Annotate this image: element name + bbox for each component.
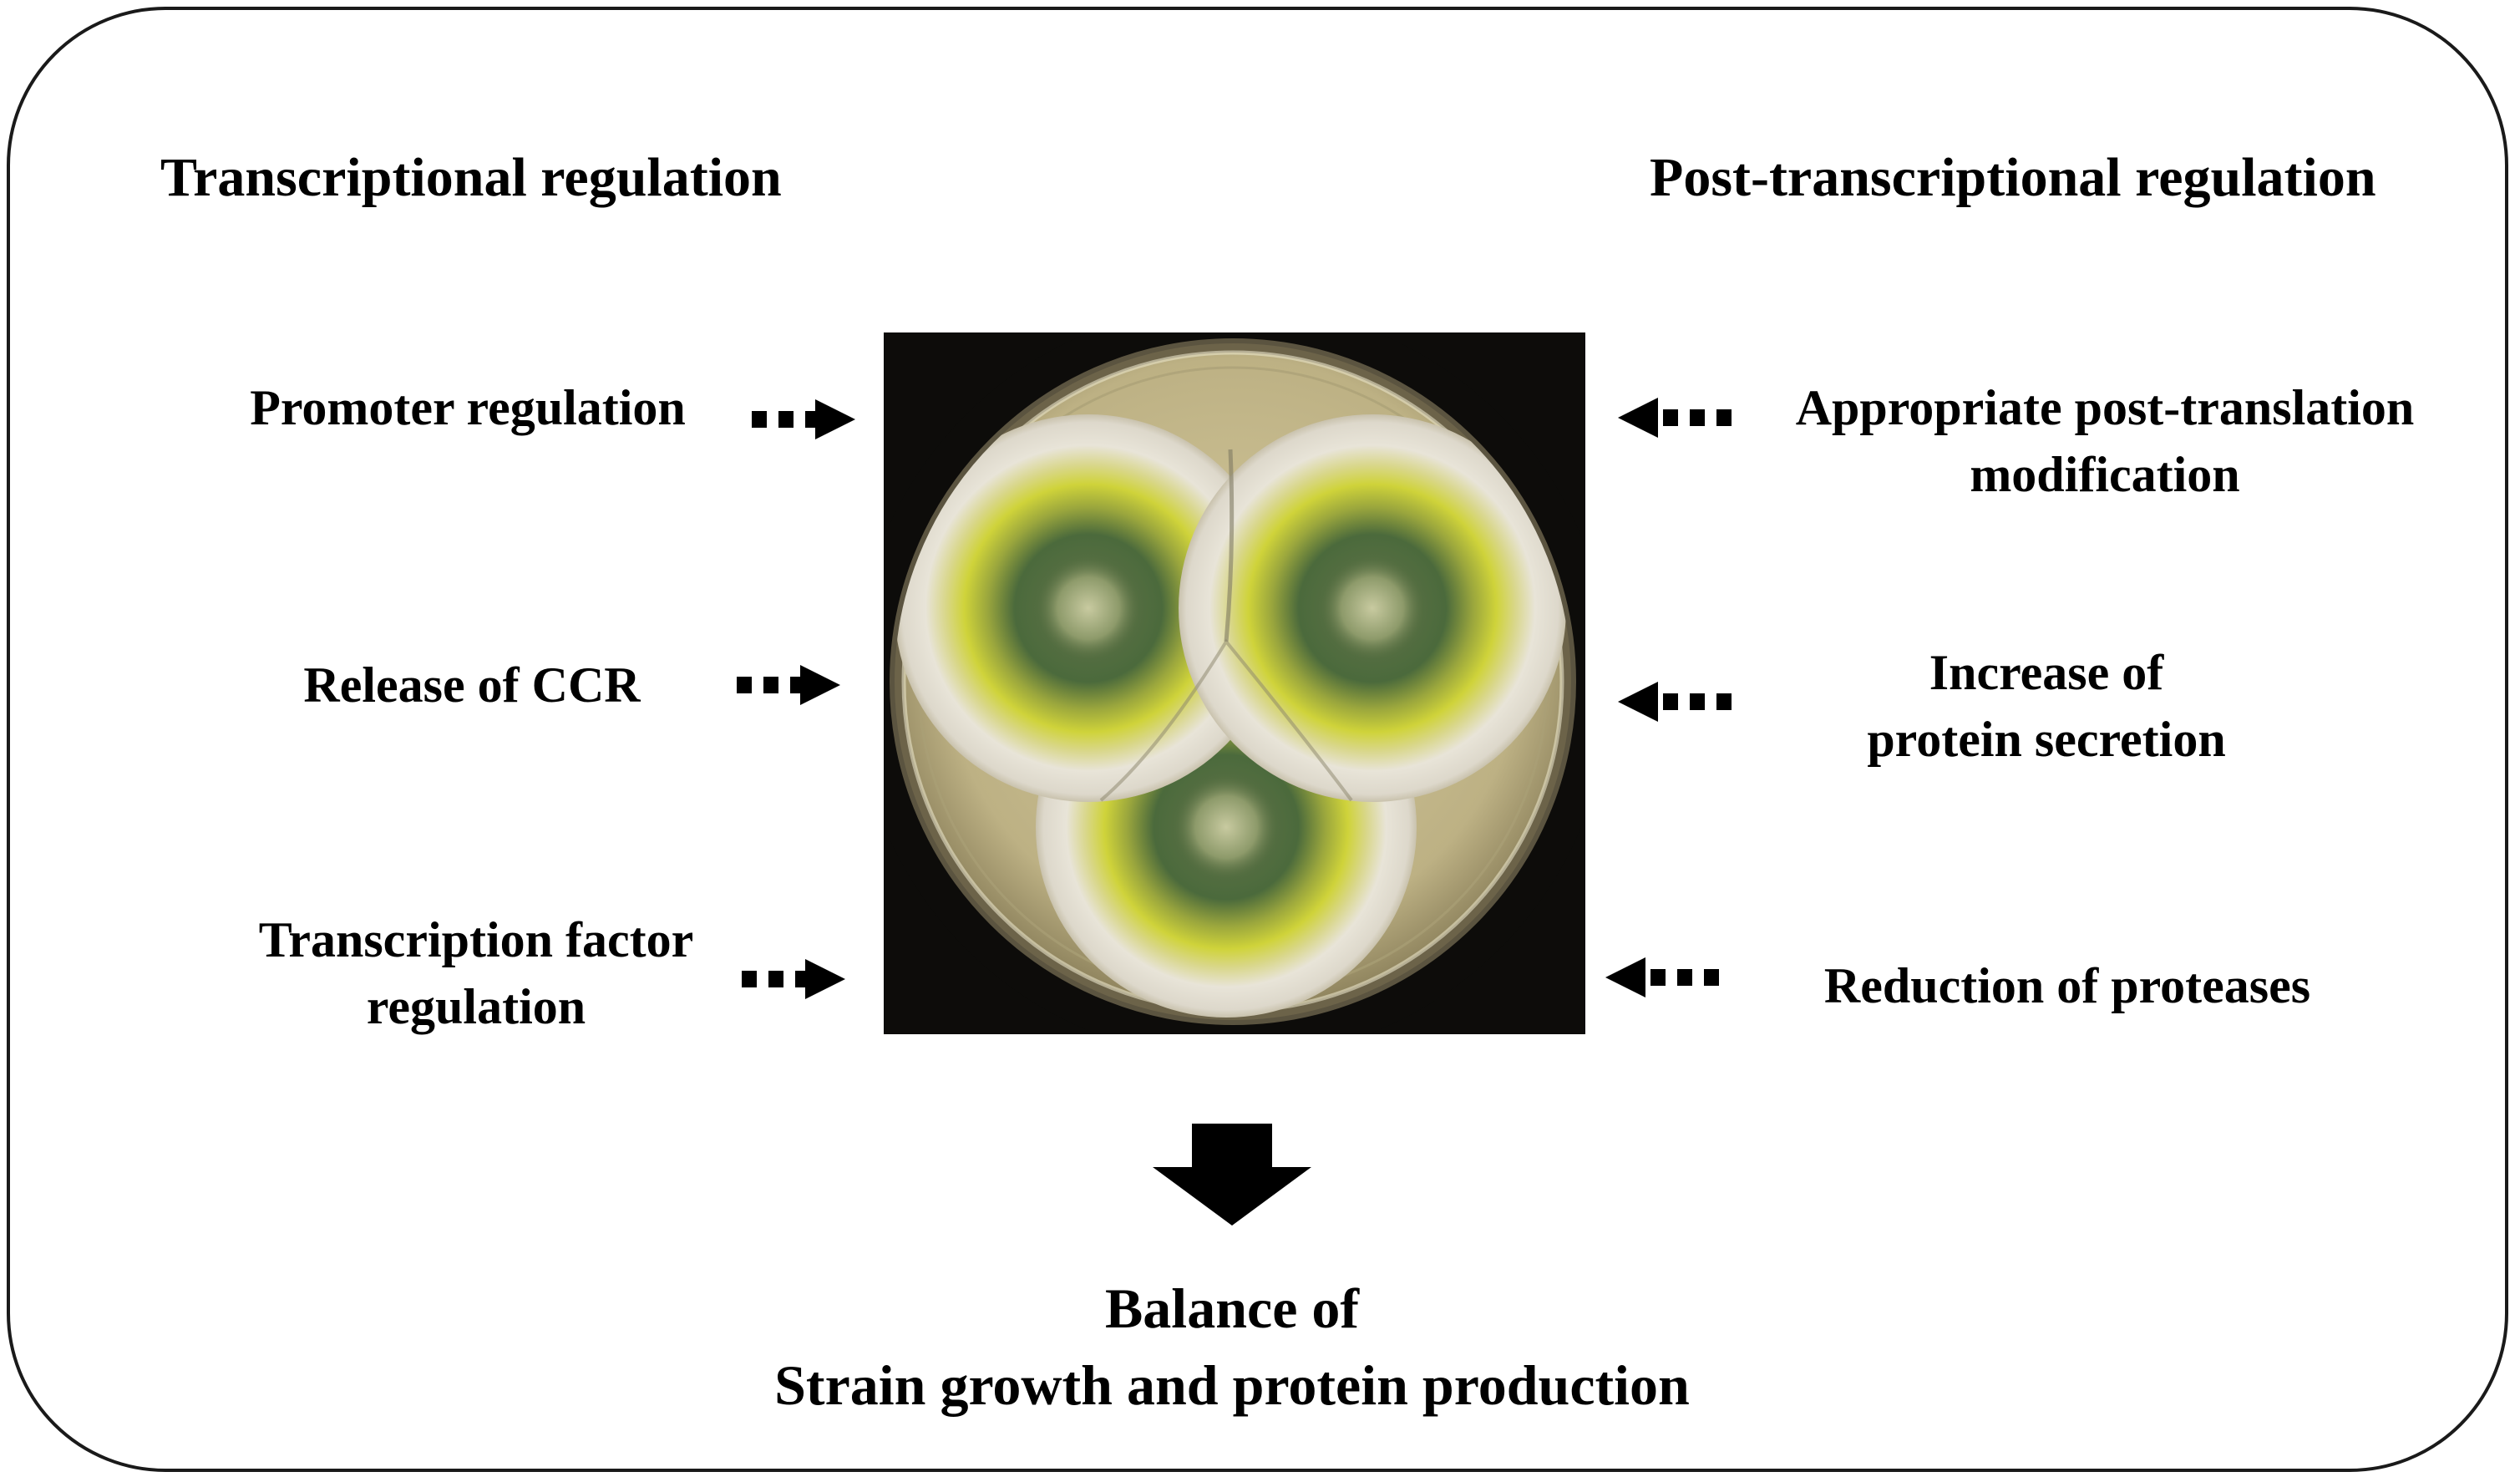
result-line-1: Balance of xyxy=(1104,1276,1360,1340)
result-text: Balance of Strain growth and protein pro… xyxy=(0,1270,2464,1424)
post-transcriptional-regulation-heading: Post-transcriptional regulation xyxy=(1650,147,2376,208)
rounded-border-frame xyxy=(7,7,2508,1472)
result-line-2: Strain growth and protein production xyxy=(774,1353,1690,1417)
dotted-arrow-right-icon xyxy=(742,959,845,999)
dotted-arrow-left-icon xyxy=(1618,398,1732,438)
dotted-arrow-right-icon xyxy=(737,665,840,705)
appropriate-post-translation-modification-label: Appropriate post-translation modificatio… xyxy=(1795,380,2415,502)
reduction-of-proteases-label: Reduction of proteases xyxy=(1823,958,2311,1013)
dotted-arrow-left-icon xyxy=(1605,957,1719,997)
petri-dish-fungal-colonies-image xyxy=(884,332,1585,1034)
transcriptional-regulation-heading: Transcriptional regulation xyxy=(160,147,782,208)
dotted-arrow-left-icon xyxy=(1618,682,1732,722)
release-of-ccr-label: Release of CCR xyxy=(303,657,641,713)
increase-of-protein-secretion-label: Increase of protein secretion xyxy=(1867,645,2226,767)
promoter-regulation-label: Promoter regulation xyxy=(250,380,686,435)
transcription-factor-regulation-label: Transcription factor regulation xyxy=(258,912,694,1034)
big-down-arrow-icon xyxy=(1153,1124,1311,1226)
dotted-arrow-right-icon xyxy=(752,399,855,439)
